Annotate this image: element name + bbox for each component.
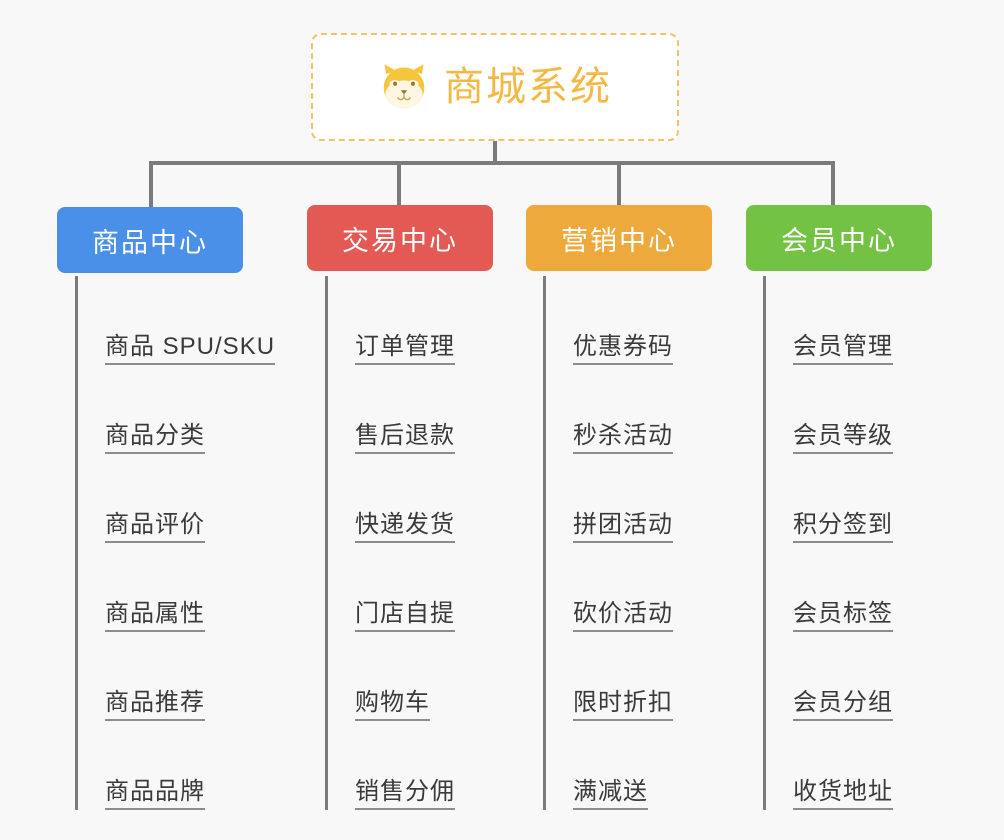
leaf-label: 商品推荐	[105, 690, 205, 721]
leaf-item[interactable]: 门店自提	[325, 543, 455, 632]
leaf-item[interactable]: 商品属性	[75, 543, 275, 632]
leaf-label: 购物车	[355, 690, 430, 721]
leaf-label: 商品属性	[105, 601, 205, 632]
connector-drop-1	[149, 161, 153, 208]
connector-drop-3	[617, 161, 621, 208]
column-spine	[763, 276, 766, 810]
leaf-column-1: 订单管理 售后退款 快递发货 门店自提 购物车 销售分佣	[325, 276, 455, 810]
leaf-item[interactable]: 快递发货	[325, 454, 455, 543]
leaf-item[interactable]: 满减送	[543, 721, 673, 810]
leaf-item[interactable]: 会员分组	[763, 632, 893, 721]
leaf-label: 满减送	[573, 779, 648, 810]
leaf-item[interactable]: 商品评价	[75, 454, 275, 543]
leaf-item[interactable]: 收货地址	[763, 721, 893, 810]
branch-label: 商品中心	[92, 227, 208, 258]
leaf-label: 优惠券码	[573, 334, 673, 365]
dog-face-icon	[378, 61, 430, 113]
connector-horizontal-bus	[149, 161, 835, 165]
leaf-item[interactable]: 拼团活动	[543, 454, 673, 543]
leaf-label: 拼团活动	[573, 512, 673, 543]
root-title: 商城系统	[444, 65, 612, 109]
leaf-item[interactable]: 订单管理	[325, 276, 455, 365]
branch-node-2[interactable]: 营销中心	[526, 205, 712, 271]
branch-label: 交易中心	[342, 225, 458, 256]
leaf-column-2: 优惠券码 秒杀活动 拼团活动 砍价活动 限时折扣 满减送	[543, 276, 673, 810]
leaf-item[interactable]: 售后退款	[325, 365, 455, 454]
leaf-label: 快递发货	[355, 512, 455, 543]
leaf-item[interactable]: 砍价活动	[543, 543, 673, 632]
leaf-label: 会员标签	[793, 601, 893, 632]
branch-label: 会员中心	[781, 225, 897, 256]
leaf-label: 会员管理	[793, 334, 893, 365]
leaf-label: 积分签到	[793, 512, 893, 543]
connector-drop-4	[831, 161, 835, 208]
leaf-label: 订单管理	[355, 334, 455, 365]
leaf-label: 秒杀活动	[573, 423, 673, 454]
leaf-label: 商品 SPU/SKU	[105, 334, 276, 365]
leaf-label: 限时折扣	[573, 690, 673, 721]
branch-node-3[interactable]: 会员中心	[746, 205, 932, 271]
leaf-label: 商品评价	[105, 512, 205, 543]
leaf-item[interactable]: 会员等级	[763, 365, 893, 454]
leaf-label: 砍价活动	[573, 601, 673, 632]
column-spine	[325, 276, 328, 810]
leaf-item[interactable]: 会员标签	[763, 543, 893, 632]
branch-node-0[interactable]: 商品中心	[57, 207, 243, 273]
connector-root-stem	[493, 141, 497, 165]
leaf-item[interactable]: 商品分类	[75, 365, 275, 454]
branch-node-1[interactable]: 交易中心	[307, 205, 493, 271]
leaf-label: 商品分类	[105, 423, 205, 454]
leaf-item[interactable]: 商品 SPU/SKU	[75, 276, 276, 365]
leaf-item[interactable]: 会员管理	[763, 276, 893, 365]
leaf-item[interactable]: 商品品牌	[75, 721, 275, 810]
leaf-item[interactable]: 积分签到	[763, 454, 893, 543]
connector-drop-2	[397, 161, 401, 208]
leaf-label: 销售分佣	[355, 779, 455, 810]
leaf-label: 商品品牌	[105, 779, 205, 810]
leaf-label: 会员等级	[793, 423, 893, 454]
leaf-label: 售后退款	[355, 423, 455, 454]
branch-label: 营销中心	[561, 225, 677, 256]
leaf-label: 门店自提	[355, 601, 455, 632]
root-node[interactable]: 商城系统	[311, 33, 679, 141]
leaf-item[interactable]: 限时折扣	[543, 632, 673, 721]
leaf-column-3: 会员管理 会员等级 积分签到 会员标签 会员分组 收货地址	[763, 276, 893, 810]
leaf-column-0: 商品 SPU/SKU 商品分类 商品评价 商品属性 商品推荐 商品品牌	[75, 276, 276, 810]
column-spine	[543, 276, 546, 810]
leaf-item[interactable]: 购物车	[325, 632, 455, 721]
column-spine	[75, 276, 78, 810]
leaf-item[interactable]: 秒杀活动	[543, 365, 673, 454]
leaf-label: 收货地址	[793, 779, 893, 810]
leaf-item[interactable]: 销售分佣	[325, 721, 455, 810]
leaf-item[interactable]: 商品推荐	[75, 632, 275, 721]
leaf-label: 会员分组	[793, 690, 893, 721]
leaf-item[interactable]: 优惠券码	[543, 276, 673, 365]
